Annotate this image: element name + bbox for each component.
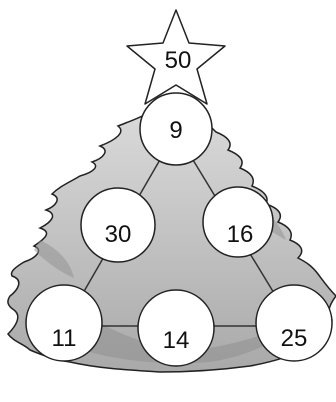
circle-top-value: 9 bbox=[169, 117, 182, 144]
star-value: 50 bbox=[165, 47, 192, 74]
circle-bottom-right: 25 bbox=[256, 285, 332, 361]
circle-mid-left: 30 bbox=[81, 188, 155, 262]
circle-bottom-center-value: 14 bbox=[163, 327, 190, 354]
circle-bottom-right-value: 25 bbox=[281, 325, 308, 352]
circle-bottom-center: 14 bbox=[138, 290, 214, 366]
circle-bottom-left: 11 bbox=[26, 285, 102, 361]
circle-mid-left-value: 30 bbox=[105, 221, 132, 248]
circle-top: 9 bbox=[140, 93, 212, 165]
circle-bottom-left-value: 11 bbox=[52, 325, 77, 352]
circle-mid-right: 16 bbox=[203, 187, 273, 257]
circle-mid-right-value: 16 bbox=[227, 221, 254, 248]
